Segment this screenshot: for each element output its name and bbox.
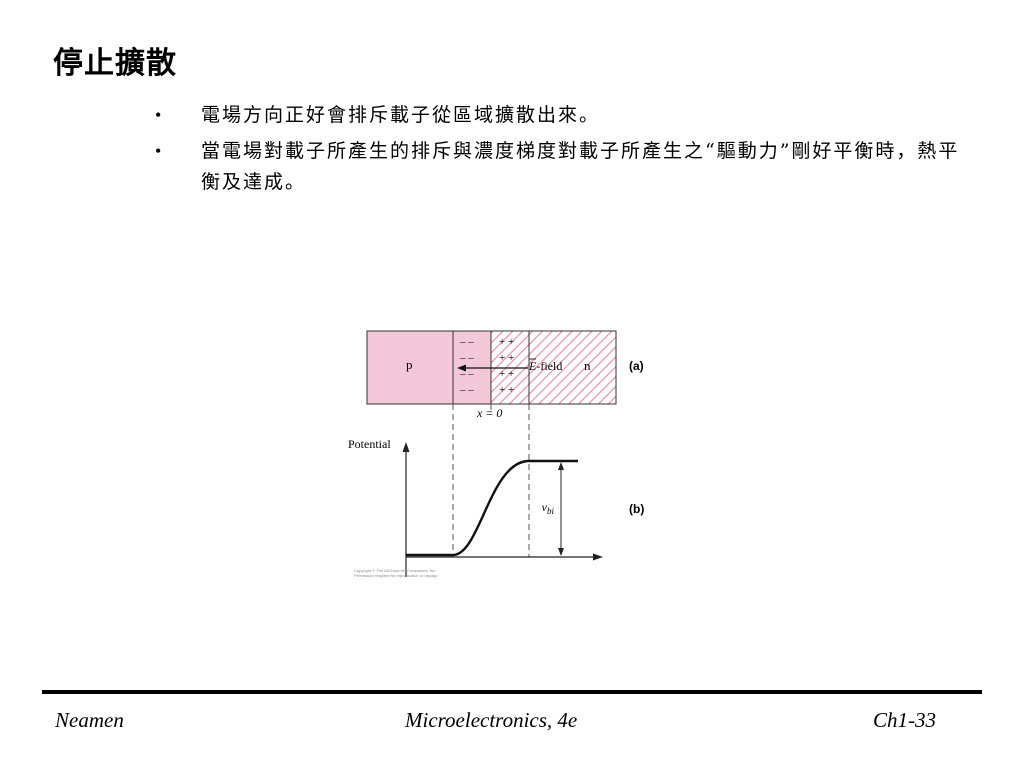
potential-curve bbox=[406, 459, 578, 557]
bullet-list: • 電場方向正好會排斥載子從區域擴散出來。 • 當電場對載子所產生的排斥與濃度梯… bbox=[155, 100, 975, 203]
vbi-label: vbi bbox=[542, 500, 555, 516]
footer-book-title: Microelectronics, 4e bbox=[405, 708, 578, 732]
efield-label: E-field bbox=[528, 359, 562, 373]
footer-rule bbox=[42, 690, 982, 694]
footer-author: Neamen bbox=[55, 708, 124, 732]
slide-title: 停止擴散 bbox=[53, 46, 177, 81]
copyright-line-2: Permission required for reproduction or … bbox=[354, 573, 438, 578]
minus-row: – – bbox=[459, 368, 474, 380]
vbi-arrow-bottom bbox=[558, 548, 564, 556]
vbi-subscript: bi bbox=[547, 506, 555, 516]
minus-row: – – bbox=[459, 384, 474, 396]
efield-arrowhead bbox=[457, 364, 466, 372]
bullet-text: 當電場對載子所產生的排斥與濃度梯度對載子所產生之“驅動力”剛好平衡時，熱平衡及達… bbox=[201, 140, 960, 193]
bullet-item: • 當電場對載子所產生的排斥與濃度梯度對載子所產生之“驅動力”剛好平衡時，熱平衡… bbox=[155, 136, 975, 198]
minus-row: – – bbox=[459, 352, 474, 364]
n-label: n bbox=[584, 358, 591, 373]
vbi-arrow-top bbox=[558, 462, 564, 470]
potential-axis-arrow bbox=[402, 442, 410, 452]
plus-row: + + bbox=[499, 336, 514, 348]
bullet-dot: • bbox=[155, 105, 164, 125]
potential-label: Potential bbox=[348, 437, 391, 451]
pn-junction-diagram: p n – – – – – – – – + + + + + + + + E-fi… bbox=[348, 330, 644, 578]
x-axis-arrow bbox=[593, 553, 603, 561]
footer-page-number: Ch1-33 bbox=[873, 708, 936, 732]
vbi-symbol: v bbox=[542, 500, 548, 514]
bullet-text: 電場方向正好會排斥載子從區域擴散出來。 bbox=[201, 104, 601, 126]
bullet-dot: • bbox=[155, 141, 164, 161]
part-a-label: (a) bbox=[629, 359, 644, 373]
plus-row: + + bbox=[499, 384, 514, 396]
pn-junction-figure: p n – – – – – – – – + + + + + + + + E-fi… bbox=[340, 325, 670, 585]
plus-row: + + bbox=[499, 352, 514, 364]
n-region bbox=[528, 330, 617, 405]
part-b-label: (b) bbox=[629, 502, 644, 516]
p-region bbox=[366, 330, 454, 405]
plus-row: + + bbox=[499, 368, 514, 380]
minus-row: – – bbox=[459, 336, 474, 348]
bullet-item: • 電場方向正好會排斥載子從區域擴散出來。 bbox=[155, 100, 975, 131]
p-label: p bbox=[406, 357, 413, 372]
efield-symbol: E bbox=[528, 359, 537, 373]
efield-suffix: -field bbox=[536, 359, 562, 373]
x-zero-label: x = 0 bbox=[476, 406, 502, 420]
copyright-line-1: Copyright © The McGraw-Hill Companies, I… bbox=[354, 568, 436, 573]
